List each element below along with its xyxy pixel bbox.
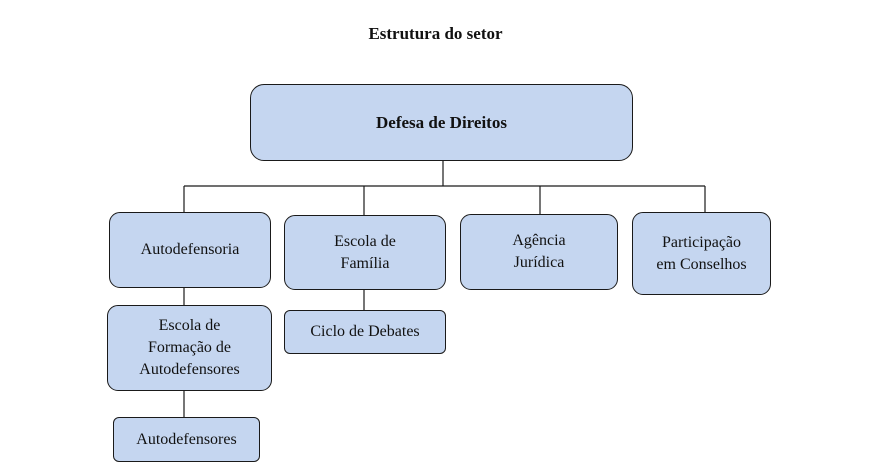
node-autodefensoria: Autodefensoria — [109, 212, 271, 288]
node-participacao-em-conselhos: Participação em Conselhos — [632, 212, 771, 295]
node-agencia-juridica: Agência Jurídica — [460, 214, 618, 290]
diagram-title: Estrutura do setor — [368, 24, 503, 43]
node-autodefensores: Autodefensores — [113, 417, 260, 462]
node-escola-de-formacao-de-autodefensores: Escola de Formação de Autodefensores — [107, 305, 272, 391]
node-defesa-de-direitos: Defesa de Direitos — [250, 84, 633, 161]
node-ciclo-de-debates: Ciclo de Debates — [284, 310, 446, 354]
node-escola-de-familia: Escola de Família — [284, 215, 446, 290]
